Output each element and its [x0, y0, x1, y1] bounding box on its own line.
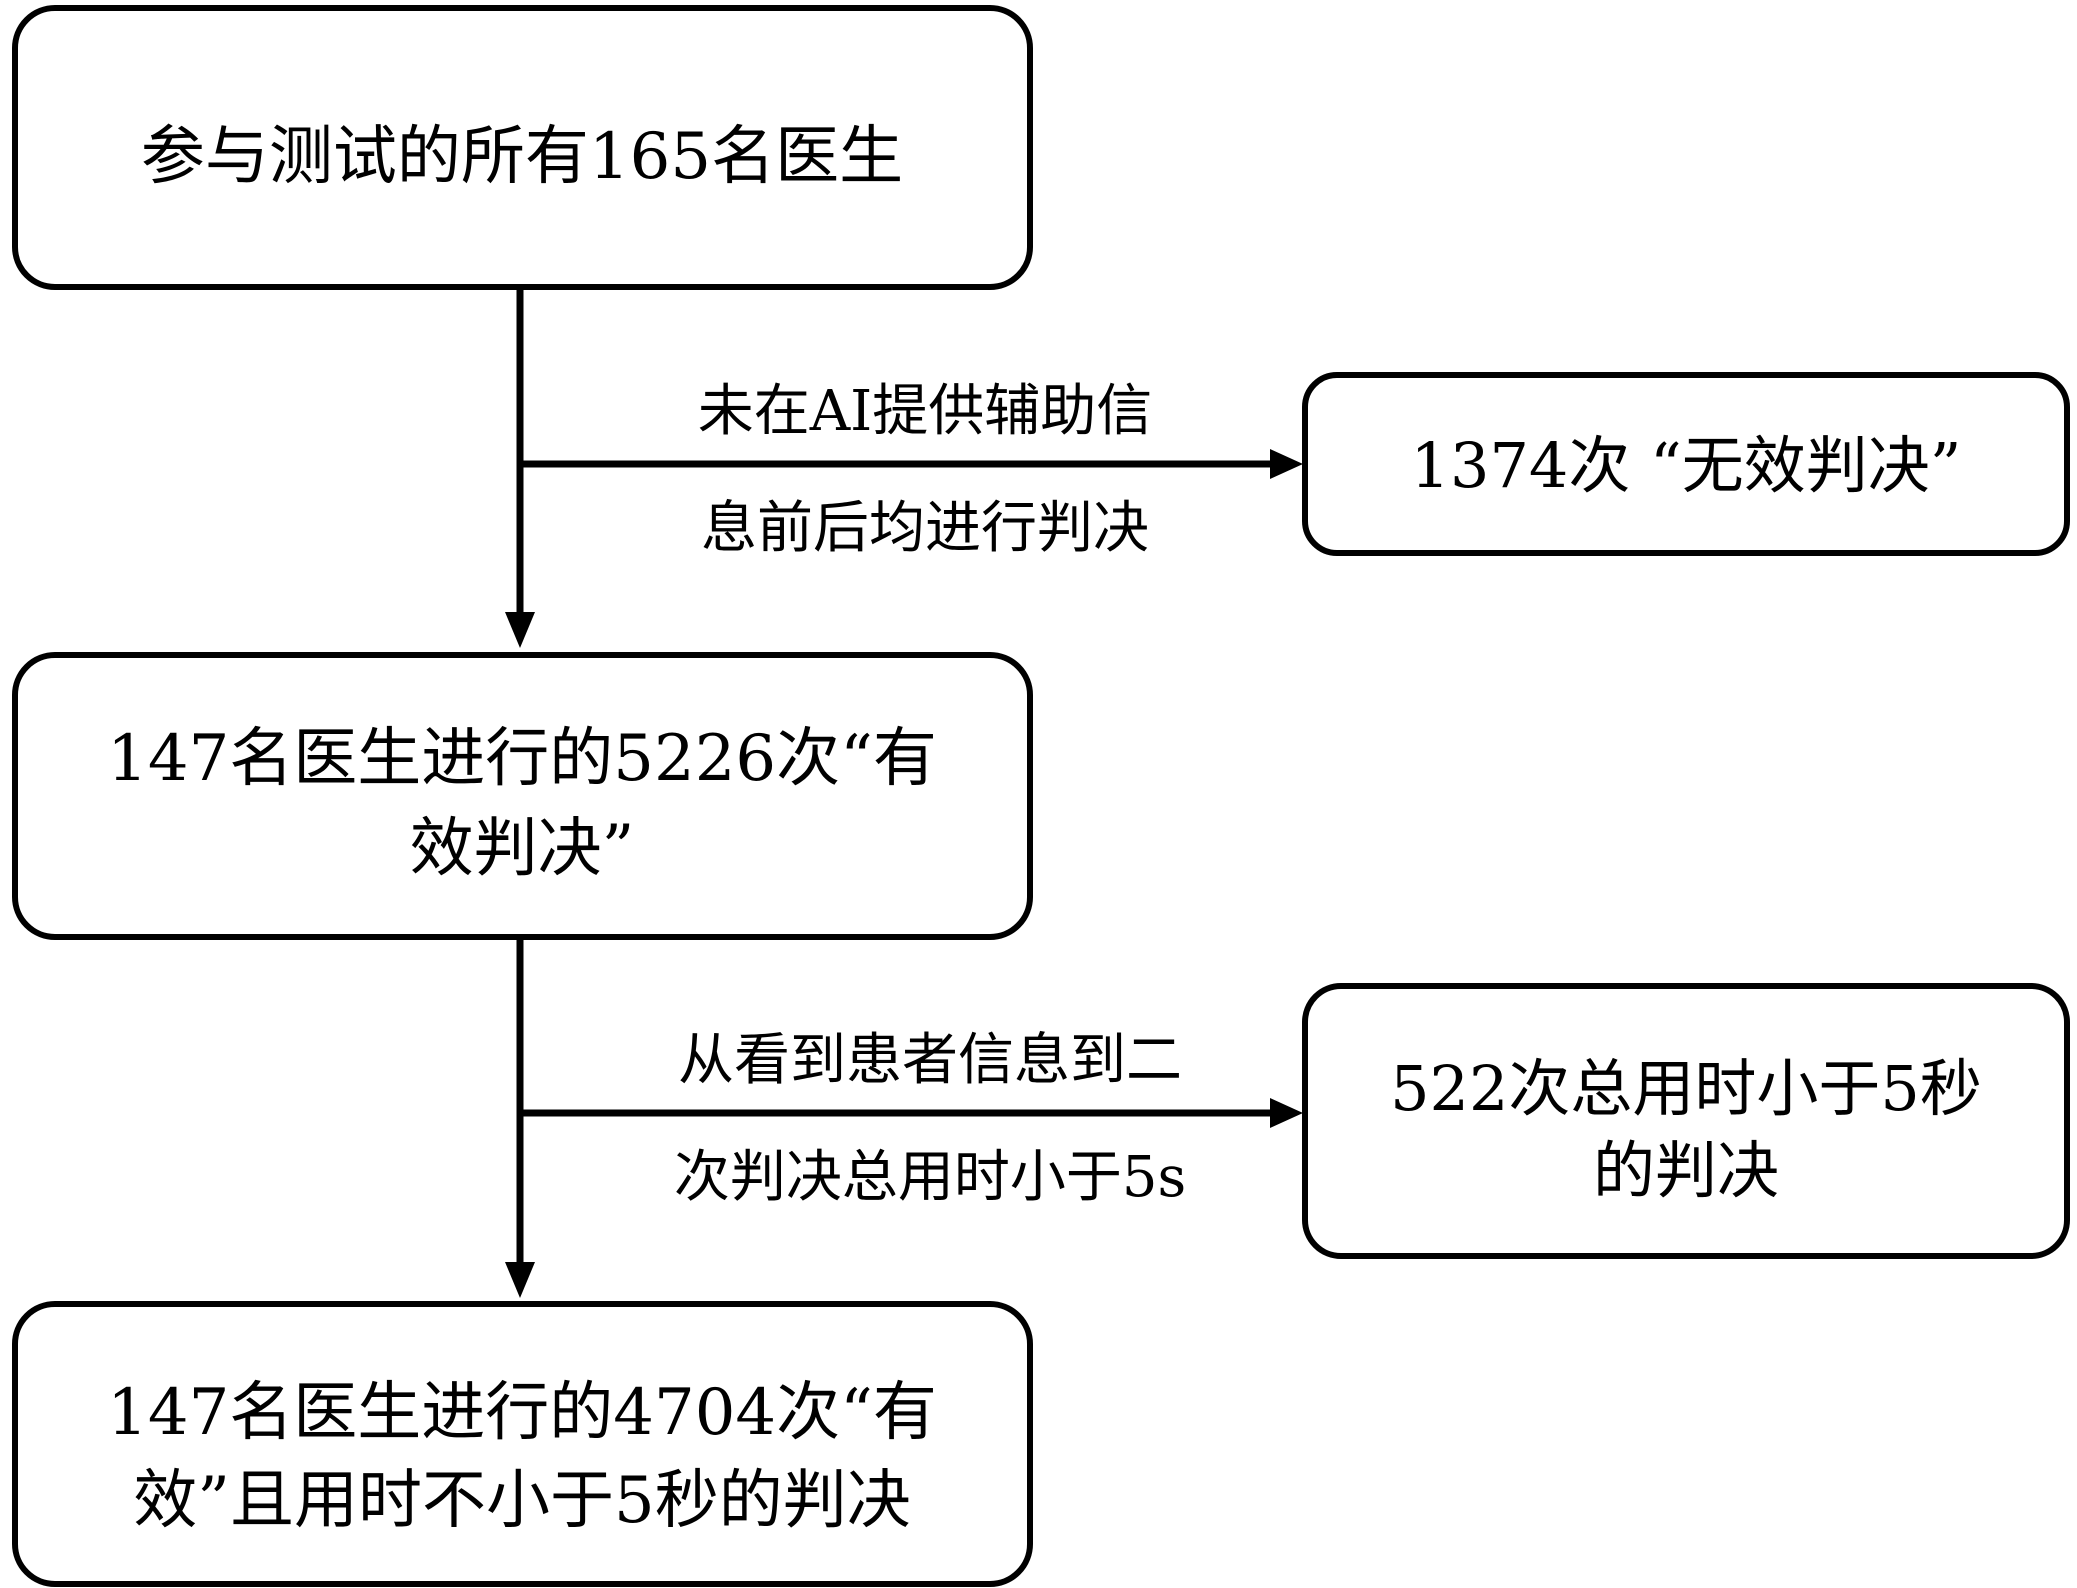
arrowhead-down-valid	[505, 612, 535, 648]
node-under-5s-line-1: 522次总用时小于5秒	[1390, 1052, 1982, 1125]
node-final-decisions	[12, 1301, 1033, 1587]
node-final-decisions-line-1: 147名医生进行的4704次“有	[107, 1376, 937, 1450]
node-under-5s-line-2: 的判决	[1593, 1134, 1779, 1207]
node-valid-decisions	[12, 652, 1033, 940]
node-under-5s	[1302, 983, 2070, 1259]
arrowhead-right-under-5s	[1270, 1098, 1303, 1128]
edge-label-under-5s-line-1: 从看到患者信息到二	[678, 1028, 1182, 1093]
arrowhead-right-invalid	[1270, 449, 1303, 479]
arrowhead-down-final	[505, 1262, 535, 1298]
node-final-decisions-line-2: 效”且用时不小于5秒的判决	[133, 1464, 910, 1538]
node-valid-decisions-line-1: 147名医生进行的5226次“有	[107, 722, 937, 796]
node-valid-decisions-line-2: 效判决”	[410, 812, 635, 886]
node-invalid-decisions	[1302, 372, 2070, 556]
node-all-doctors-text: 参与测试的所有165名医生	[141, 120, 903, 194]
edge-label-invalid-line-2: 息前后均进行判决	[701, 496, 1149, 561]
node-invalid-decisions-text: 1374次 “无效判决”	[1411, 429, 1962, 502]
node-all-doctors	[12, 5, 1033, 290]
edge-label-invalid-line-1: 未在AI提供辅助信	[698, 379, 1153, 444]
edge-label-under-5s-line-2: 次判决总用时小于5s	[674, 1145, 1186, 1210]
